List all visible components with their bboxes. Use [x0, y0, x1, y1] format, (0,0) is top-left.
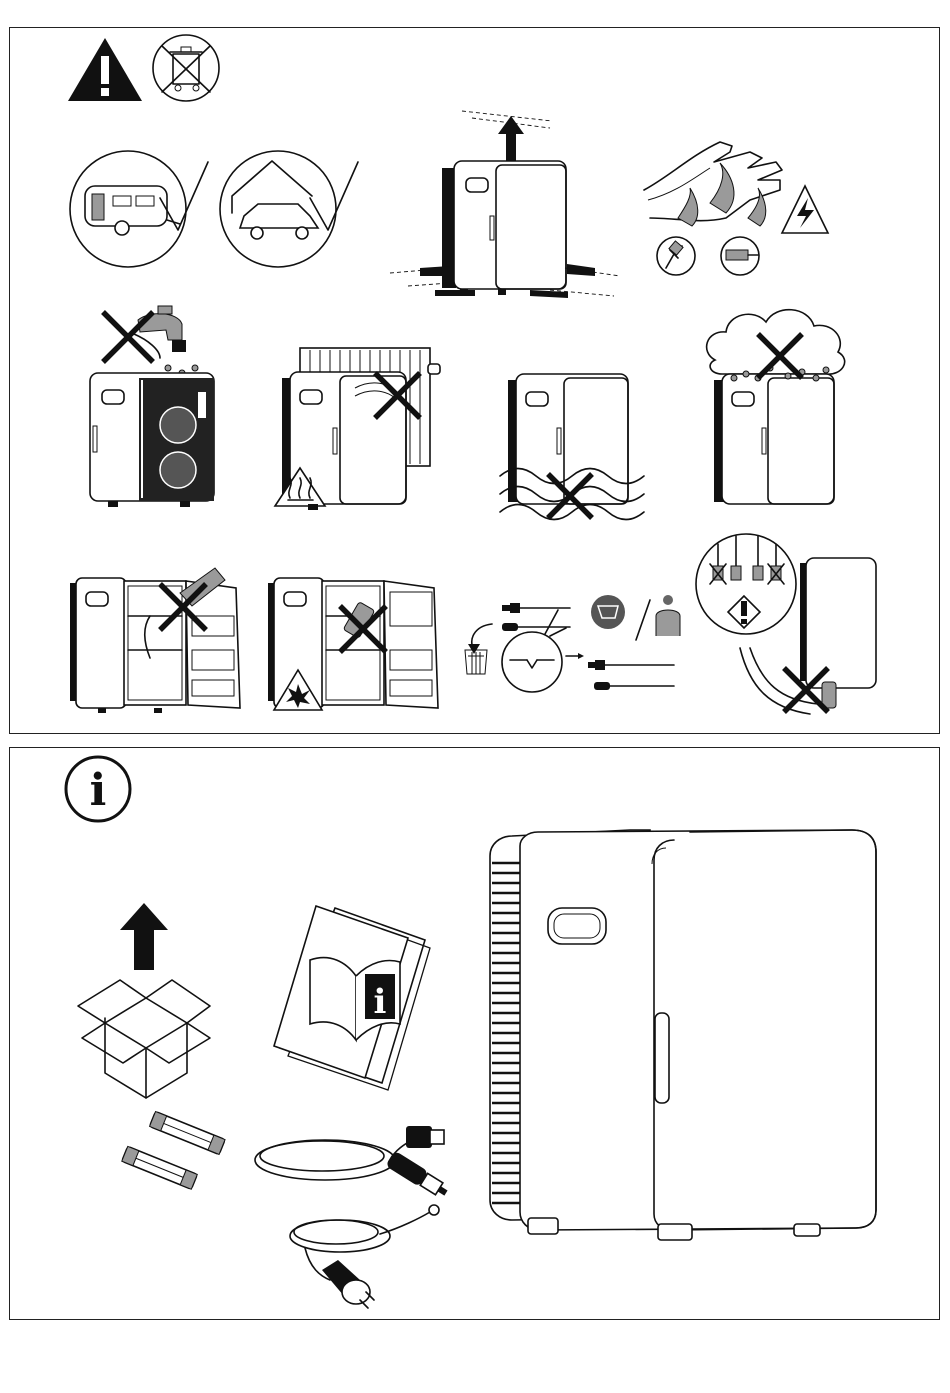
no-heat-source-icon [275, 348, 440, 510]
manual-booklet-icon: i [274, 906, 430, 1090]
unplug-detail-icon [696, 534, 876, 714]
car-allowed-icon [220, 151, 358, 267]
manual-info-symbol: i [374, 982, 387, 1022]
wet-hands-shock-icon [644, 142, 828, 275]
crossed-bin-icon [153, 35, 219, 101]
fuses-icon [122, 1112, 225, 1190]
no-water-fridge-icon [90, 306, 214, 507]
warning-triangle-icon [68, 38, 142, 101]
no-flood-icon [500, 374, 644, 520]
info-symbol: i [90, 765, 107, 816]
info-icon: i [66, 757, 130, 821]
unpack-box-icon [78, 903, 210, 1098]
ac-cable-icon [290, 1205, 439, 1308]
safety-illustrations [10, 28, 941, 735]
dc-cable-icon [255, 1126, 451, 1201]
package-contents-panel: i i [9, 747, 940, 1320]
safety-warnings-panel [9, 27, 940, 734]
no-liquid-inside-icon [70, 568, 240, 713]
no-aerosol-icon [268, 578, 438, 710]
contents-illustrations: i i [10, 748, 941, 1321]
fridge-product-image [490, 830, 876, 1240]
clearance-fridge-icon [390, 111, 620, 298]
caravan-allowed-icon [70, 151, 208, 267]
no-humidity-icon [707, 310, 845, 504]
damaged-cable-icon [465, 595, 680, 692]
